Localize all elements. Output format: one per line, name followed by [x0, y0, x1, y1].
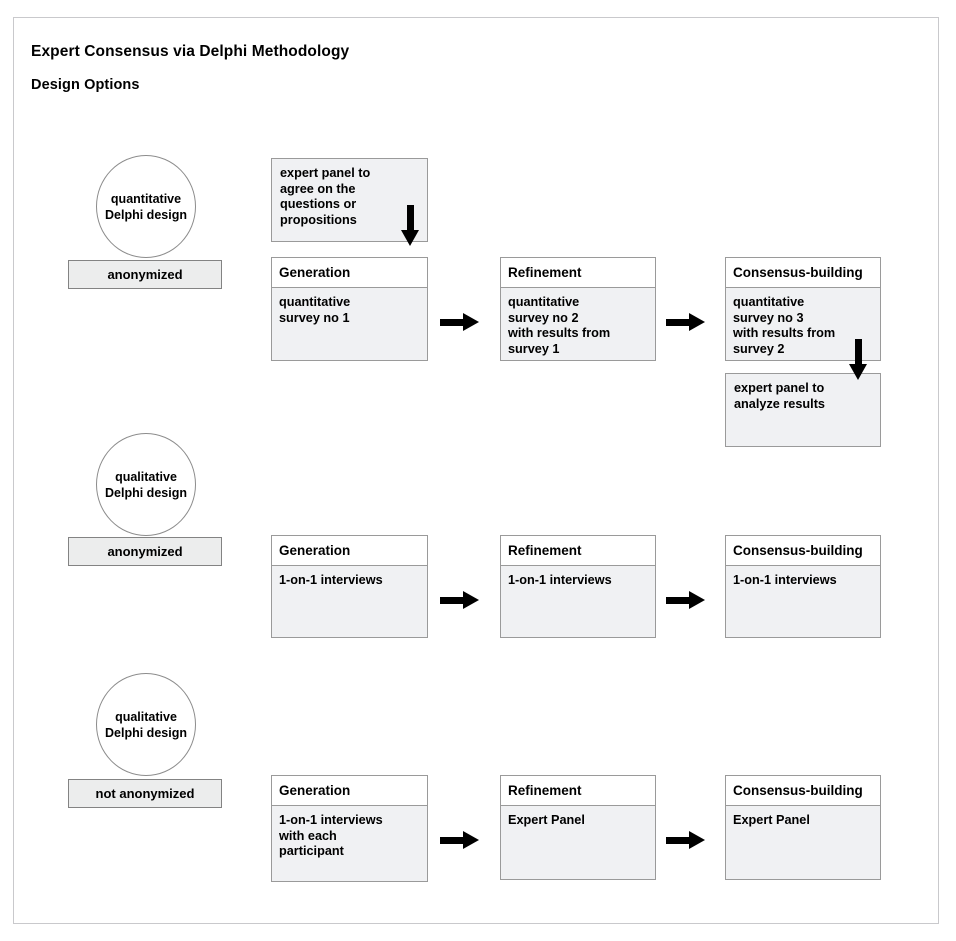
design-circle-qualitative-anonymized: qualitative Delphi design	[96, 433, 196, 536]
stage-header-label: Consensus-building	[733, 543, 863, 558]
stage-body: quantitative survey no 1	[272, 288, 427, 360]
right-arrow-icon-r1-1	[440, 313, 480, 332]
stage-header-label: Consensus-building	[733, 783, 863, 798]
anonymity-badge-label: anonymized	[107, 267, 183, 282]
stage-header: Consensus-building	[726, 536, 880, 566]
stage-body: 1-on-1 interviews with each participant	[272, 806, 427, 881]
arrow-shaft	[855, 339, 862, 365]
expert-panel-analyze-text: expert panel to analyze results	[734, 381, 825, 411]
anonymity-badge-label: not anonymized	[95, 786, 195, 801]
stage-box-r2-consensus[interactable]: Consensus-building 1-on-1 interviews	[725, 535, 881, 638]
stage-header: Refinement	[501, 776, 655, 806]
arrow-head	[849, 364, 867, 380]
arrow-head	[689, 591, 705, 609]
right-arrow-icon-r2-1	[440, 591, 480, 610]
down-arrow-icon-consensus	[849, 339, 868, 380]
arrow-head	[463, 831, 479, 849]
stage-header-label: Refinement	[508, 265, 582, 280]
expert-panel-analyze-note: expert panel to analyze results	[725, 373, 881, 447]
anonymity-badge-row1: anonymized	[68, 260, 222, 289]
design-circle-label-line2: Delphi design	[105, 207, 187, 222]
arrow-head	[401, 230, 419, 246]
stage-body: quantitative survey no 2 with results fr…	[501, 288, 655, 360]
arrow-shaft	[407, 205, 414, 231]
design-circle-label-line2: Delphi design	[105, 725, 187, 740]
stage-header: Generation	[272, 776, 427, 806]
stage-header: Refinement	[501, 536, 655, 566]
arrow-shaft	[440, 319, 464, 326]
stage-header-label: Generation	[279, 543, 351, 558]
stage-body: 1-on-1 interviews	[726, 566, 880, 637]
stage-header-label: Refinement	[508, 783, 582, 798]
stage-body-text: 1-on-1 interviews	[279, 573, 383, 587]
design-circle-quantitative: quantitative Delphi design	[96, 155, 196, 258]
stage-box-r3-generation[interactable]: Generation 1-on-1 interviews with each p…	[271, 775, 428, 882]
arrow-shaft	[666, 319, 690, 326]
stage-box-r2-generation[interactable]: Generation 1-on-1 interviews	[271, 535, 428, 638]
arrow-head	[463, 591, 479, 609]
page-title: Expert Consensus via Delphi Methodology	[31, 43, 350, 60]
stage-body: 1-on-1 interviews	[272, 566, 427, 637]
stage-body: Expert Panel	[726, 806, 880, 879]
stage-header: Generation	[272, 536, 427, 566]
stage-body: 1-on-1 interviews	[501, 566, 655, 637]
arrow-head	[463, 313, 479, 331]
stage-body-text: Expert Panel	[733, 813, 810, 827]
right-arrow-icon-r3-1	[440, 831, 480, 850]
stage-header: Generation	[272, 258, 427, 288]
stage-header: Consensus-building	[726, 776, 880, 806]
design-circle-label-line1: qualitative	[115, 469, 177, 484]
stage-box-r3-consensus[interactable]: Consensus-building Expert Panel	[725, 775, 881, 880]
stage-body-text: quantitative survey no 1	[279, 295, 351, 325]
anonymity-badge-row2: anonymized	[68, 537, 222, 566]
anonymity-badge-row3: not anonymized	[68, 779, 222, 808]
stage-header-label: Refinement	[508, 543, 582, 558]
arrow-head	[689, 831, 705, 849]
expert-panel-agree-note: expert panel to agree on the questions o…	[271, 158, 428, 242]
design-circle-label-line1: qualitative	[115, 709, 177, 724]
anonymity-badge-label: anonymized	[107, 544, 183, 559]
expert-panel-agree-text: expert panel to agree on the questions o…	[280, 166, 371, 227]
stage-box-r1-generation[interactable]: Generation quantitative survey no 1	[271, 257, 428, 361]
stage-body-text: quantitative survey no 2 with results fr…	[508, 295, 611, 356]
design-circle-label-line2: Delphi design	[105, 485, 187, 500]
arrow-shaft	[666, 837, 690, 844]
stage-box-r2-refinement[interactable]: Refinement 1-on-1 interviews	[500, 535, 656, 638]
stage-box-r3-refinement[interactable]: Refinement Expert Panel	[500, 775, 656, 880]
stage-header: Consensus-building	[726, 258, 880, 288]
stage-box-r1-refinement[interactable]: Refinement quantitative survey no 2 with…	[500, 257, 656, 361]
design-circle-label-line1: quantitative	[110, 191, 182, 206]
page-subtitle: Design Options	[31, 77, 140, 93]
right-arrow-icon-r2-2	[666, 591, 706, 610]
arrow-shaft	[440, 597, 464, 604]
stage-body: quantitative survey no 3 with results fr…	[726, 288, 880, 360]
stage-header: Refinement	[501, 258, 655, 288]
stage-body-text: quantitative survey no 3 with results fr…	[733, 295, 836, 356]
right-arrow-icon-r1-2	[666, 313, 706, 332]
stage-box-r1-consensus[interactable]: Consensus-building quantitative survey n…	[725, 257, 881, 361]
stage-body: Expert Panel	[501, 806, 655, 879]
stage-body-text: 1-on-1 interviews	[733, 573, 837, 587]
stage-header-label: Generation	[279, 783, 351, 798]
down-arrow-icon-generation	[401, 205, 420, 246]
stage-body-text: 1-on-1 interviews	[508, 573, 612, 587]
design-circle-qualitative-not-anonymized: qualitative Delphi design	[96, 673, 196, 776]
arrow-head	[689, 313, 705, 331]
arrow-shaft	[666, 597, 690, 604]
right-arrow-icon-r3-2	[666, 831, 706, 850]
stage-header-label: Consensus-building	[733, 265, 863, 280]
stage-header-label: Generation	[279, 265, 351, 280]
arrow-shaft	[440, 837, 464, 844]
stage-body-text: Expert Panel	[508, 813, 585, 827]
stage-body-text: 1-on-1 interviews with each participant	[279, 813, 383, 858]
